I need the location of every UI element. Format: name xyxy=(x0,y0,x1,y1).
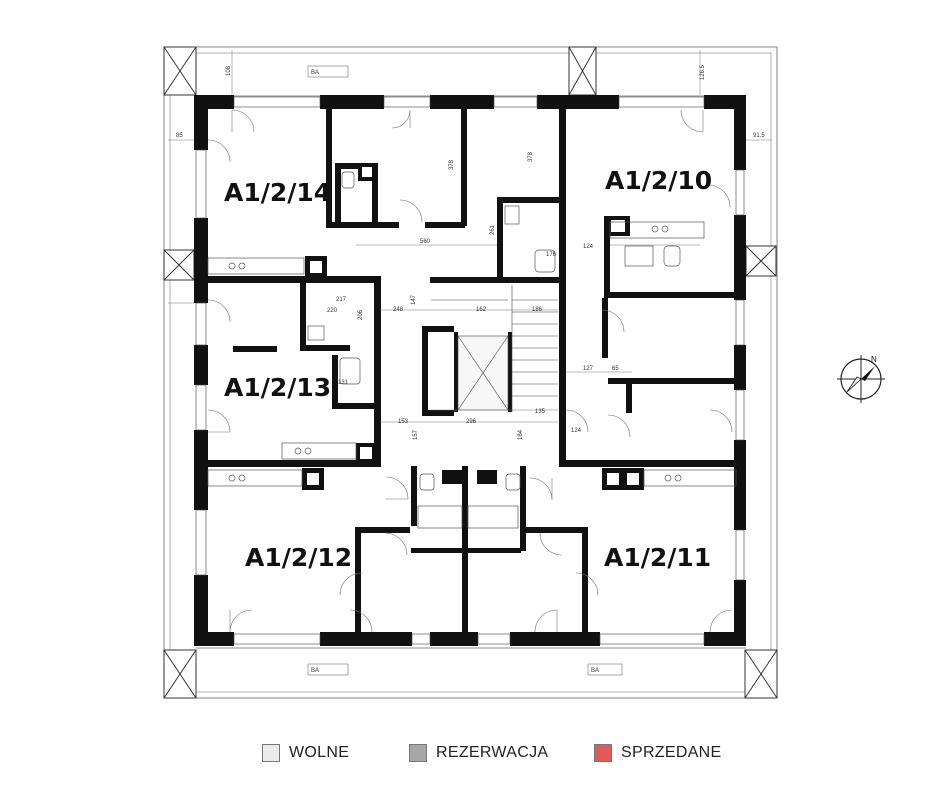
shaft-inner xyxy=(307,167,639,485)
balcony-tags: BA BA BA xyxy=(307,65,623,676)
legend-swatch xyxy=(409,744,427,762)
dimension-labels: 378 560 261 378 176 124 217 220 248 147 … xyxy=(176,64,765,440)
interior-walls xyxy=(206,95,736,646)
unit-label-a1-2-13[interactable]: A1/2/13 xyxy=(224,373,331,402)
balcony-tag: BA xyxy=(311,668,319,674)
compass-north-label: N xyxy=(871,355,877,364)
compass-icon: N xyxy=(837,355,885,403)
unit-label-a1-2-10[interactable]: A1/2/10 xyxy=(605,166,712,195)
dimension-label: 261 xyxy=(490,224,496,235)
unit-label-a1-2-11[interactable]: A1/2/11 xyxy=(604,543,711,572)
dimension-label: 85 xyxy=(176,133,183,139)
dimension-lines xyxy=(168,50,772,423)
dimension-label: 91.5 xyxy=(753,133,765,139)
dimension-label: 186 xyxy=(532,307,543,313)
dimension-label: 124 xyxy=(583,244,594,250)
dimension-label: 65 xyxy=(612,366,619,372)
balcony-tag: BA xyxy=(311,70,319,76)
dimension-label: 124 xyxy=(571,428,582,434)
legend-swatch xyxy=(262,744,280,762)
dimension-label: 176 xyxy=(546,252,557,258)
legend-label: SPRZEDANE xyxy=(621,744,722,761)
dimension-label: 248 xyxy=(393,307,404,313)
balcony-boxes xyxy=(163,46,778,699)
floor-plan: 378 560 261 378 176 124 217 220 248 147 … xyxy=(163,46,885,699)
dimension-label: 378 xyxy=(449,159,455,170)
legend-item-wolne[interactable]: WOLNE xyxy=(262,740,349,766)
kitchen-counters xyxy=(207,221,737,487)
legend-label: WOLNE xyxy=(289,744,350,761)
unit-labels[interactable]: A1/2/14 A1/2/13 A1/2/12 A1/2/11 A1/2/10 xyxy=(224,166,712,572)
outer-walls xyxy=(194,95,746,646)
dimension-label: 220 xyxy=(327,308,338,314)
dimension-label: 378 xyxy=(528,151,534,162)
legend-item-sprzedane[interactable]: SPRZEDANE xyxy=(594,740,722,766)
legend-item-rezerwacja[interactable]: REZERWACJA xyxy=(409,740,548,766)
windows xyxy=(195,96,745,645)
balcony-tag: BA xyxy=(591,668,599,674)
dimension-label: 127 xyxy=(583,366,594,372)
dimension-label: 296 xyxy=(466,419,477,425)
dimension-label: 153 xyxy=(398,419,409,425)
dimension-label: 206 xyxy=(358,309,364,320)
status-legend: WOLNE REZERWACJA SPRZEDANE xyxy=(0,740,950,766)
unit-label-a1-2-14[interactable]: A1/2/14 xyxy=(224,178,331,207)
unit-label-a1-2-12[interactable]: A1/2/12 xyxy=(245,543,352,572)
dimension-label: 147 xyxy=(411,294,417,305)
legend-swatch xyxy=(594,744,612,762)
legend-label: REZERWACJA xyxy=(436,744,549,761)
dimension-label: 162 xyxy=(476,307,487,313)
dimension-label: 184 xyxy=(518,429,524,440)
bathroom-fixtures xyxy=(307,171,681,529)
dimension-label: 126.5 xyxy=(700,64,706,80)
stair-core xyxy=(431,285,558,412)
dimension-label: 560 xyxy=(420,239,431,245)
dimension-label: 157 xyxy=(413,429,419,440)
dimension-label: 135 xyxy=(535,409,546,415)
dimension-label: 108 xyxy=(226,65,232,76)
door-swings xyxy=(207,109,733,633)
dimension-label: 131 xyxy=(338,380,349,386)
dimension-label: 217 xyxy=(336,297,347,303)
